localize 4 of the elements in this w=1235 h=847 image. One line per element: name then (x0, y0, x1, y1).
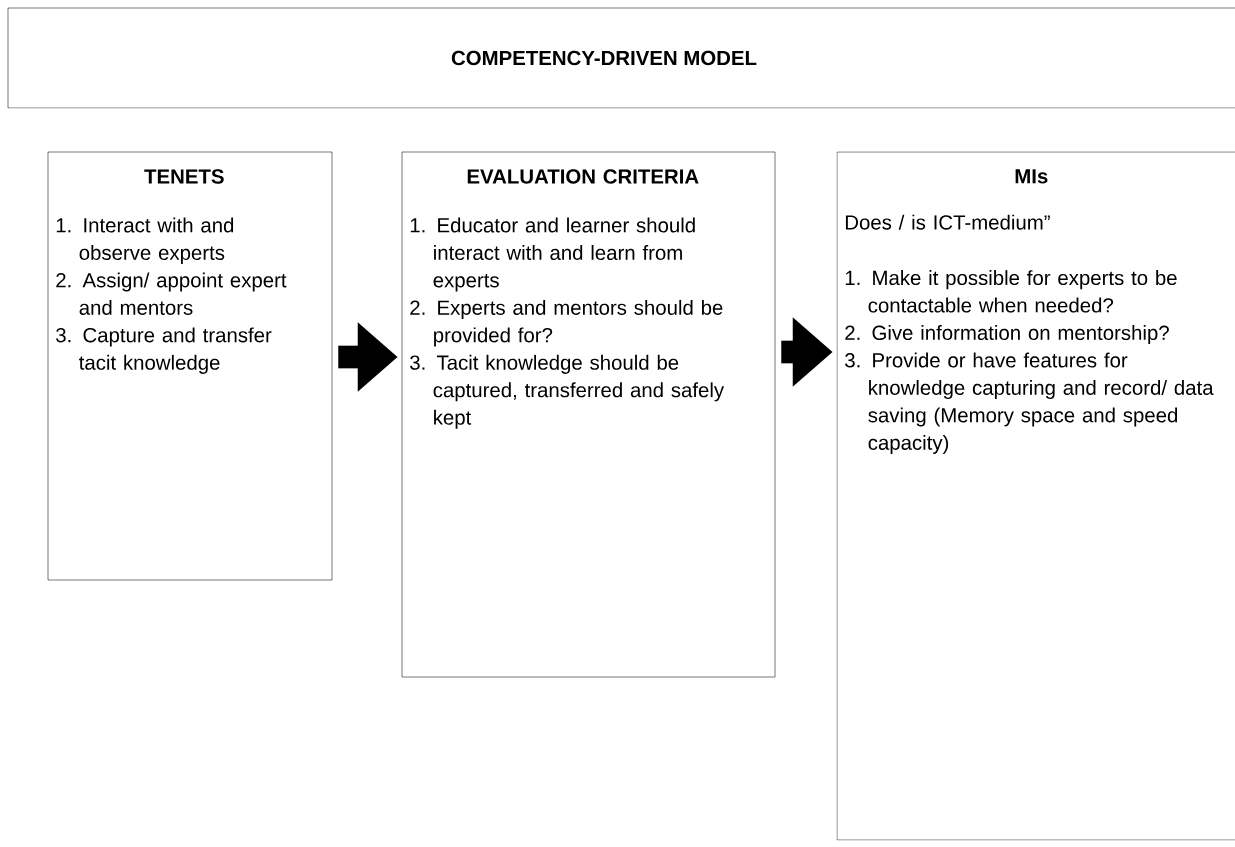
heading-box: COMPETENCY-DRIVEN MODEL (7, 7, 1235, 109)
process-box: TENETS 1. Interact with and observe experts 2. Assign/ appoint expert and mentors 3. Capture and transfer tacit knowledge (47, 151, 333, 581)
process-box: MIs Does / is ICT-medium” 1. Make it possible for experts to be contactable when needed? 2. Give information on mentorship? 3. Provide or have features for knowledge capturing and record/ data saving (Memory space and speed capacity) (836, 151, 1235, 841)
process-box: EVALUATION CRITERIA 1. Educator and learner should interact with and learn from experts 2. Experts and mentors should be provided for? 3. Tacit knowledge should be captured, transferred and safely kept (401, 151, 776, 678)
